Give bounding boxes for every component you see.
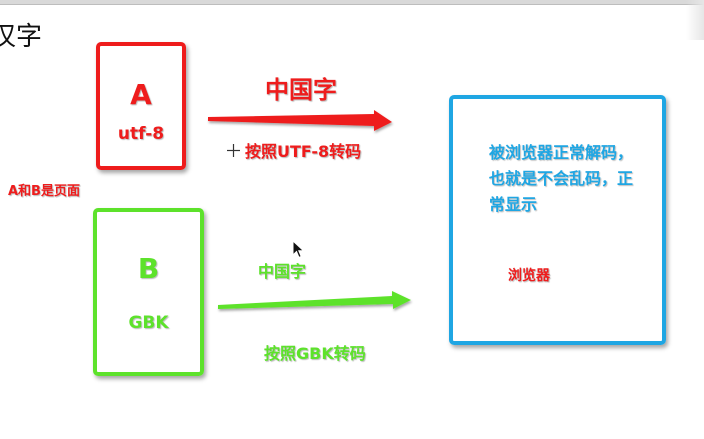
page-b-letter: B (137, 252, 160, 285)
browser-box (449, 95, 666, 345)
red-path-rule: 按照UTF-8转码 (245, 142, 362, 161)
green-arrow (218, 291, 411, 309)
browser-label: 浏览器 (508, 268, 550, 284)
red-arrow (208, 110, 392, 131)
page-a-letter: A (130, 78, 152, 111)
page-a-encoding: utf-8 (117, 124, 165, 144)
green-path-rule: 按照GBK转码 (264, 344, 366, 363)
red-path-label: 中国字 (265, 76, 337, 104)
page-heading: 汉字 (0, 22, 43, 52)
window-top-edge (0, 0, 704, 5)
window-corner-shadow (686, 0, 704, 40)
green-path-label: 中国字 (258, 262, 307, 281)
mouse-pointer-icon (292, 240, 305, 259)
page-a-box (96, 42, 186, 170)
page-b-box (93, 208, 204, 376)
crosshair-icon (227, 144, 240, 157)
browser-note: 被浏览器正常解码，也就是不会乱码，正常显示 (489, 143, 634, 214)
pages-note: A和B是页面 (8, 184, 80, 199)
page-b-encoding: GBK (128, 313, 169, 333)
